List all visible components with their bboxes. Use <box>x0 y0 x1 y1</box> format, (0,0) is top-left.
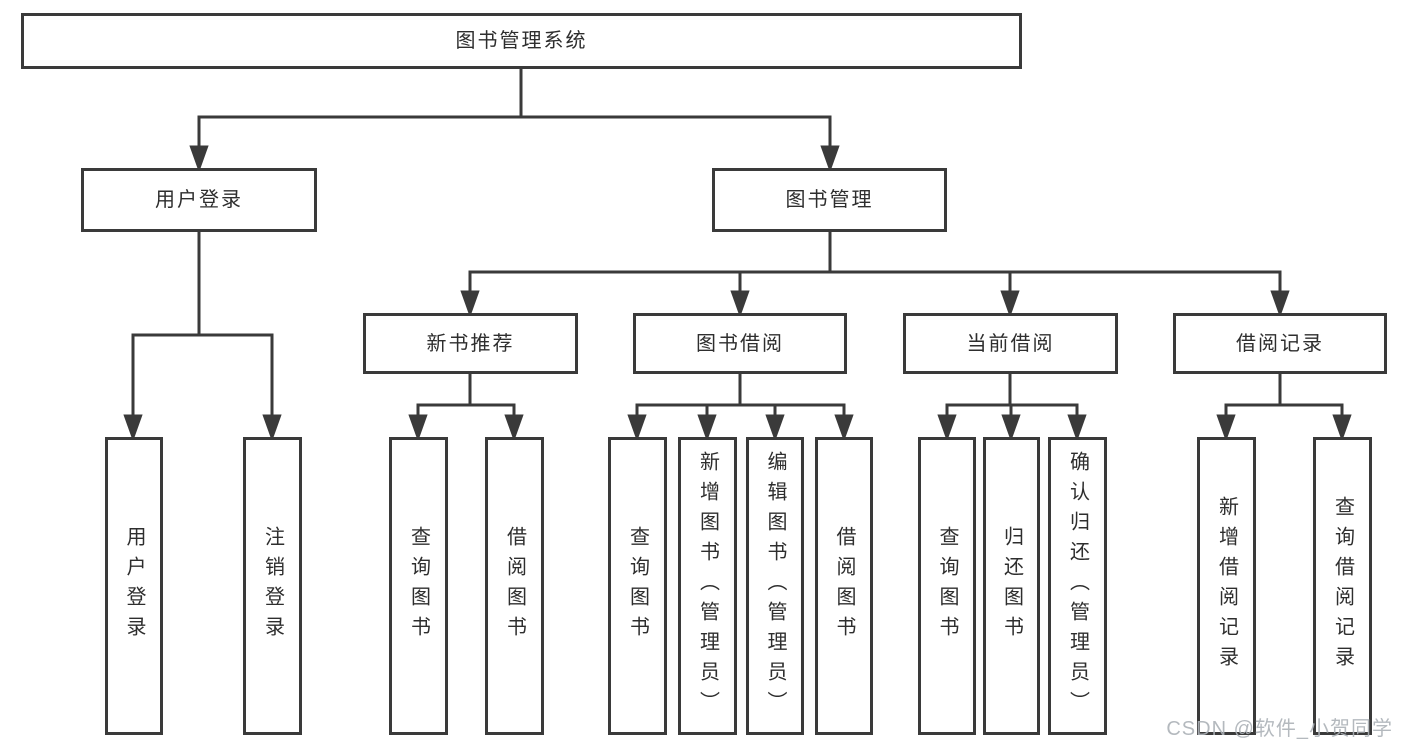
connector-book-management <box>460 230 1290 318</box>
leaf-confirm-return-admin: 确认归还（管理员） <box>1048 437 1107 735</box>
leaf-query-book-1: 查询图书 <box>389 437 448 735</box>
leaf-add-borrow-record: 新增借阅记录 <box>1197 437 1256 735</box>
connector-user-login <box>123 230 282 442</box>
leaf-query-book-1-label: 查询图书 <box>407 526 430 646</box>
leaf-add-book-admin: 新增图书（管理员） <box>678 437 737 735</box>
node-current-borrow-label: 当前借阅 <box>966 332 1055 355</box>
leaf-confirm-return-admin-label: 确认归还（管理员） <box>1066 451 1089 721</box>
node-book-borrow: 图书借阅 <box>633 313 847 374</box>
leaf-borrow-book-1-label: 借阅图书 <box>503 526 526 646</box>
node-borrow-records: 借阅记录 <box>1173 313 1387 374</box>
leaf-logout-label: 注销登录 <box>261 526 284 646</box>
node-user-login-label: 用户登录 <box>155 189 243 211</box>
leaf-query-book-2-label: 查询图书 <box>626 526 649 646</box>
leaf-query-book-2: 查询图书 <box>608 437 667 735</box>
node-book-management-label: 图书管理 <box>785 189 874 211</box>
leaf-edit-book-admin-label: 编辑图书（管理员） <box>764 451 786 721</box>
node-new-book-recommend: 新书推荐 <box>363 313 578 374</box>
leaf-edit-book-admin: 编辑图书（管理员） <box>746 437 804 735</box>
node-new-book-recommend-label: 新书推荐 <box>426 332 515 355</box>
node-root-label: 图书管理系统 <box>455 30 588 52</box>
leaf-user-login-label: 用户登录 <box>123 526 145 646</box>
leaf-query-borrow-record-label: 查询借阅记录 <box>1331 496 1354 676</box>
leaf-borrow-book-1: 借阅图书 <box>485 437 544 735</box>
leaf-query-borrow-record: 查询借阅记录 <box>1313 437 1372 735</box>
leaf-add-borrow-record-label: 新增借阅记录 <box>1215 496 1238 676</box>
node-book-borrow-label: 图书借阅 <box>696 332 784 355</box>
leaf-user-login: 用户登录 <box>105 437 163 735</box>
leaf-return-book-label: 归还图书 <box>1000 526 1023 646</box>
connector-book-borrow <box>627 372 854 442</box>
leaf-borrow-book-2-label: 借阅图书 <box>833 526 855 646</box>
leaf-query-book-3: 查询图书 <box>918 437 976 735</box>
leaf-query-book-3-label: 查询图书 <box>936 526 958 646</box>
leaf-return-book: 归还图书 <box>983 437 1040 735</box>
connector-borrow-records <box>1216 372 1352 442</box>
leaf-borrow-book-2: 借阅图书 <box>815 437 873 735</box>
connector-current-borrow <box>937 372 1087 442</box>
node-borrow-records-label: 借阅记录 <box>1236 332 1324 355</box>
node-root: 图书管理系统 <box>21 13 1022 69</box>
node-current-borrow: 当前借阅 <box>903 313 1118 374</box>
csdn-watermark: CSDN @软件_小贺同学 <box>1166 718 1393 740</box>
node-user-login: 用户登录 <box>81 168 317 232</box>
connector-new-book-recommend <box>408 372 524 442</box>
leaf-add-book-admin-label: 新增图书（管理员） <box>696 451 719 721</box>
node-book-management: 图书管理 <box>712 168 947 232</box>
connector-root <box>189 67 840 173</box>
leaf-logout: 注销登录 <box>243 437 302 735</box>
